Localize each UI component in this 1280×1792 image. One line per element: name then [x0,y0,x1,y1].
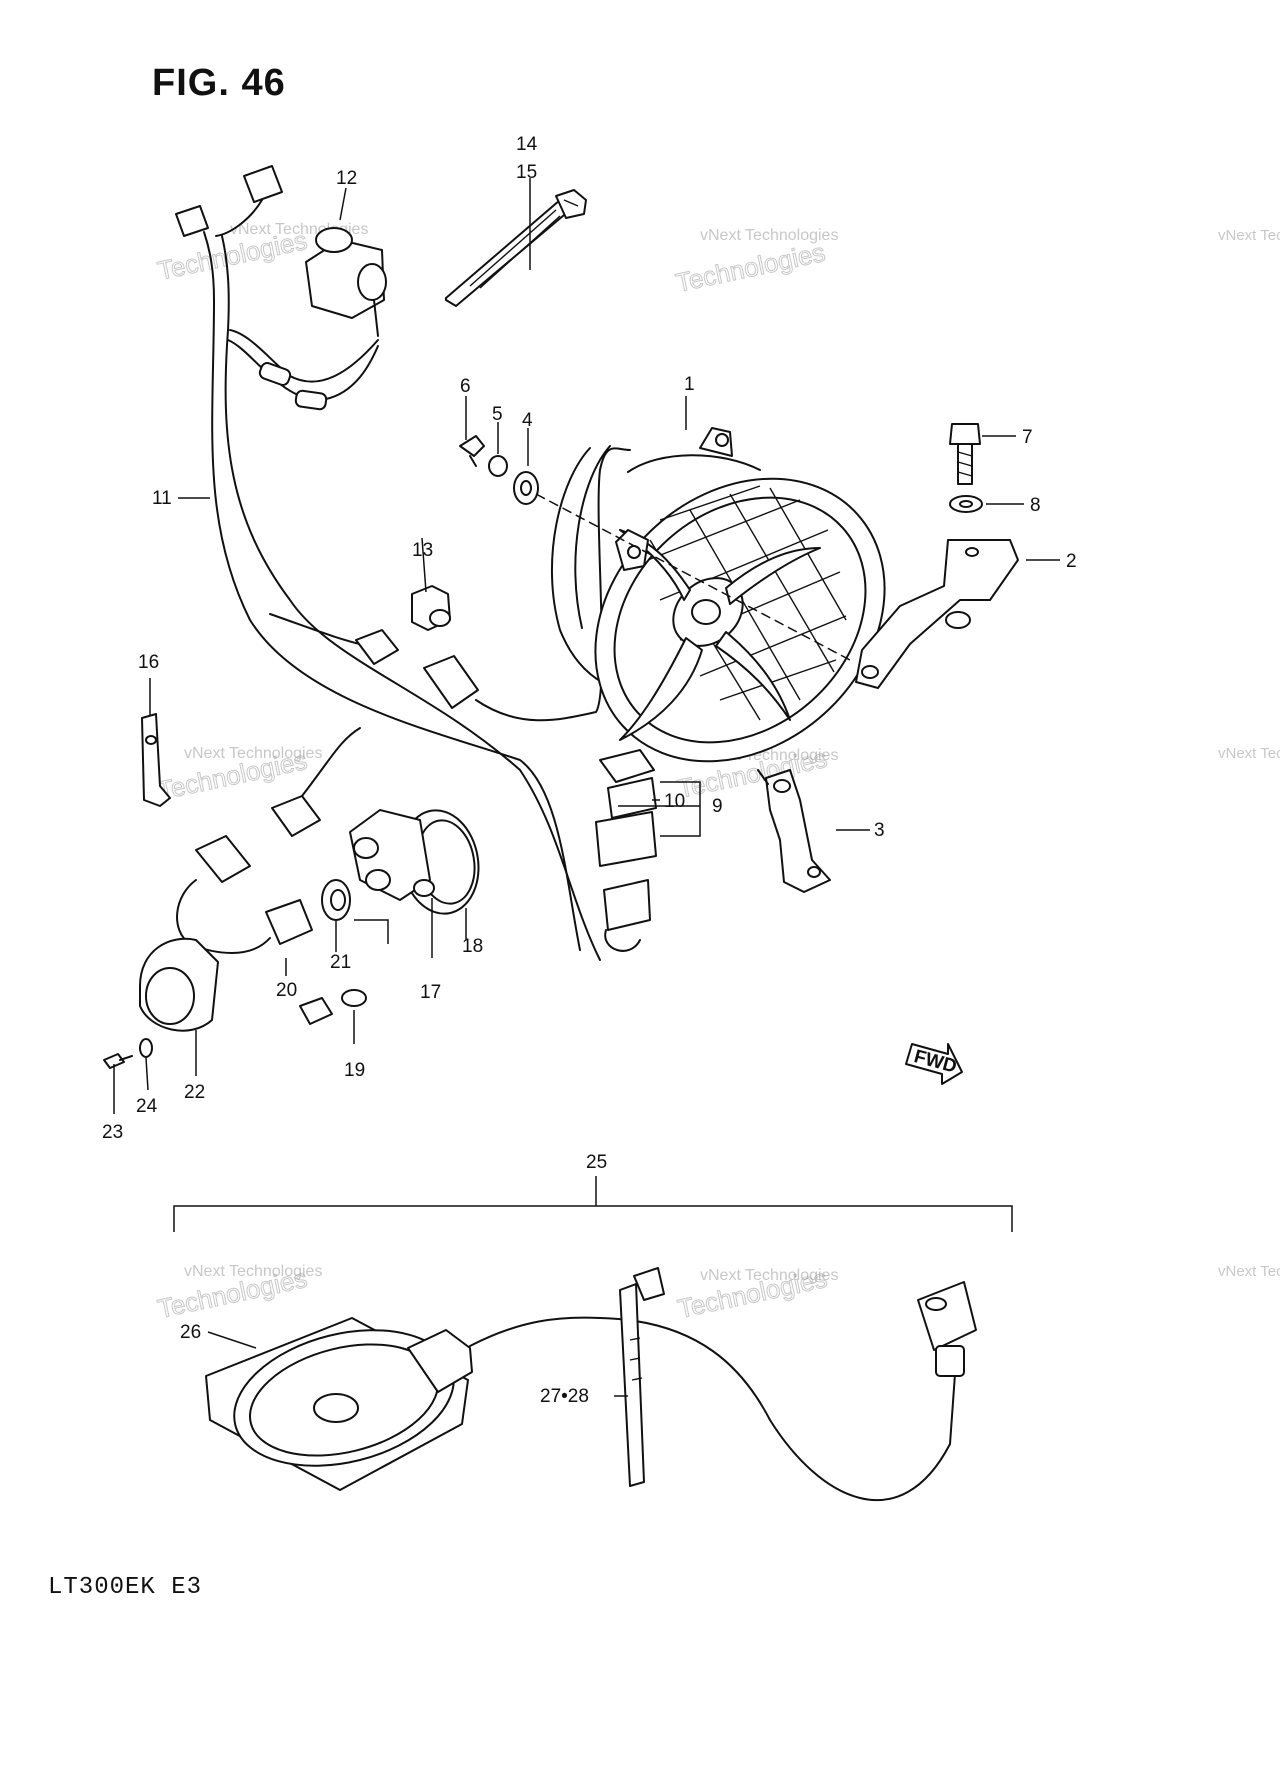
callout-15: 15 [516,162,537,183]
bracket-part-3 [757,769,831,893]
connector-plug-top [175,165,283,237]
collar-part-5 [488,455,508,477]
callout-1: 1 [684,374,695,395]
cable-tie-part-14-15 [445,189,587,307]
washer-part-8 [949,495,983,513]
washer-part-6 [459,435,485,467]
wire-harness-part-11 [203,199,601,961]
callout-26: 26 [180,1322,201,1343]
clip-part-16 [141,713,171,807]
callout-17: 17 [420,982,441,1003]
fwd-arrow: FWD [905,1043,963,1085]
connector-plug-part-25 [917,1281,977,1377]
bolt-part-19 [299,989,367,1025]
callout-9: 9 [712,796,723,817]
relay-connector-part-9-10 [595,749,657,952]
svg-text:vNext Technologies: vNext Technologies [1218,1263,1280,1280]
svg-text:vNext Technologies: vNext Technologies [1218,745,1280,762]
callout-16: 16 [138,652,159,673]
callout-19: 19 [344,1060,365,1081]
callout-6: 6 [460,376,471,397]
body-part-17 [349,809,435,901]
bracket-part-2 [855,539,1019,689]
callout-27-28: 27•28 [540,1386,589,1407]
svg-text:vNext Technologies: vNext Technologies [700,1267,838,1284]
callout-8: 8 [1030,495,1041,516]
gasket-part-21 [321,879,351,921]
callout-21: 21 [330,952,351,973]
watermark-low-center: Technologies vNext Technologies [675,1262,839,1324]
callout-10: 10 [664,791,685,812]
cable-tie-part-27-28 [619,1267,665,1487]
watermark-top-right: vNext Technologies [1218,227,1280,244]
svg-text:vNext Technologies: vNext Technologies [184,745,322,762]
svg-text:vNext Technologies: vNext Technologies [700,227,838,244]
figure-title: FIG. 46 [152,62,286,104]
callout-7: 7 [1022,427,1033,448]
cover-part-22 [139,937,219,1032]
watermark-low-left: Technologies vNext Technologies [155,1262,323,1324]
callout-18: 18 [462,936,483,957]
watermark-mid-left: Technologies vNext Technologies [155,744,323,806]
callout-24: 24 [136,1096,158,1117]
watermark-top-center: Technologies vNext Technologies [673,227,839,298]
cap-part-13 [411,585,451,631]
callout-25: 25 [586,1152,607,1173]
callout-4: 4 [522,410,533,431]
switch-part-12 [305,227,387,337]
callout-11: 11 [152,488,172,509]
callout-labels: 1 2 3 4 5 6 7 8 9 10 11 12 13 14 15 16 1… [102,134,1077,1407]
callout-2: 2 [1066,551,1077,572]
callout-3: 3 [874,820,885,841]
callout-13: 13 [412,540,433,561]
watermark-group: Technologies vNext Technologies Technolo… [155,221,1280,1324]
washer-part-24 [139,1038,153,1058]
model-code: LT300EK E3 [48,1574,203,1601]
callout-14: 14 [516,134,538,155]
connector-pair-lower [195,727,361,883]
callout-5: 5 [492,404,503,425]
leader-lines [113,178,1060,1397]
callout-20: 20 [276,980,297,1001]
svg-text:Technologies: Technologies [673,237,828,298]
watermark-low-right: vNext Technologies [1218,1263,1280,1280]
assembly-bracket-part-25 [173,1176,1013,1232]
sensor-part-20 [176,879,313,954]
fan-assembly-part-1 [550,427,886,763]
watermark-mid-right: vNext Technologies [1218,745,1280,762]
bolt-part-7 [949,423,981,485]
sensor-plate-part-26 [205,1316,957,1501]
callout-12: 12 [336,168,357,189]
screw-part-23 [103,1053,133,1069]
callout-23: 23 [102,1122,123,1143]
callout-22: 22 [184,1082,205,1103]
grommet-part-4 [513,471,539,505]
svg-text:vNext Technologies: vNext Technologies [1218,227,1280,244]
svg-text:vNext Technologies: vNext Technologies [184,1263,322,1280]
